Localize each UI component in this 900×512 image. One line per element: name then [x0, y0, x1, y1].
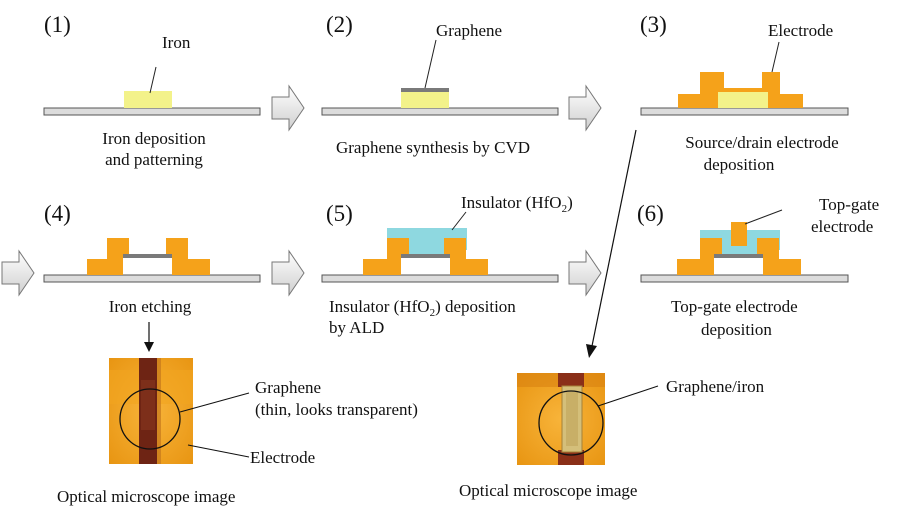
step-5-number: (5) — [326, 201, 353, 226]
substrate — [43, 274, 261, 283]
electrode-callout-line — [187, 444, 250, 458]
iron-layer — [401, 92, 449, 108]
step-3-number: (3) — [640, 12, 667, 37]
insulator-layer — [408, 244, 446, 250]
electrode-label: Electrode — [250, 448, 315, 467]
process-arrow-icon — [271, 84, 305, 132]
step-5-caption-line-1: Insulator (HfO2) deposition — [329, 297, 516, 319]
substrate — [43, 107, 261, 116]
electrode-gap-top — [558, 373, 584, 387]
insulator-label: Insulator (HfO2) — [461, 193, 573, 215]
source-electrode — [678, 72, 746, 108]
drain-electrode — [425, 238, 488, 275]
graphene-label: Graphene — [436, 21, 502, 40]
step-6-caption-line-1: Top-gate electrode — [671, 297, 798, 316]
graphene-callout-line — [424, 39, 437, 89]
substrate — [321, 274, 559, 283]
source-electrode — [363, 238, 426, 275]
substrate — [640, 107, 849, 116]
step-4-number: (4) — [44, 201, 71, 226]
channel-edge — [157, 358, 161, 464]
graphene-label: Graphene — [255, 378, 321, 397]
step-1-number: (1) — [44, 12, 71, 37]
iron-callout-line — [149, 66, 157, 94]
step-2-number: (2) — [326, 12, 353, 37]
top-gate-label-line-2: electrode — [811, 217, 873, 236]
micrograph-2: Graphene/iron Optical microscope image — [459, 373, 765, 500]
step-6-caption-line-2: deposition — [701, 320, 772, 339]
drain-electrode — [740, 72, 803, 108]
highlight-circle — [119, 388, 181, 450]
drain-electrode — [146, 238, 210, 275]
graphene-note: (thin, looks transparent) — [255, 400, 418, 419]
graphene-iron-callout-line — [597, 385, 659, 407]
step-2-caption: Graphene synthesis by CVD — [336, 138, 530, 157]
electrode-callout-line — [771, 41, 780, 73]
pointer-arrowhead-icon — [586, 344, 597, 358]
top-gate-label-line-1: Top-gate — [819, 195, 879, 214]
graphene-iron-strip-center — [566, 392, 578, 446]
graphene-callout-line — [179, 392, 250, 413]
graphene-channel-center — [141, 380, 155, 430]
micrograph-2-caption: Optical microscope image — [459, 481, 637, 500]
iron-layer — [124, 91, 172, 108]
step-1: (1) Iron Iron deposition and patterning — [43, 12, 261, 169]
drain-electrode — [738, 238, 801, 275]
step-4: (4) Iron etching — [43, 201, 261, 316]
process-arrow-icon — [568, 84, 602, 132]
step-3: (3) Electrode Source/drain electrode dep… — [640, 12, 849, 174]
substrate — [640, 274, 849, 283]
pointer-arrowhead-icon — [144, 342, 154, 352]
micrograph-1-caption: Optical microscope image — [57, 487, 235, 506]
step-6-number: (6) — [637, 201, 664, 226]
step-5: (5) Insulator (HfO2) Insulator (HfO2) de… — [321, 193, 573, 337]
iron-layer — [718, 92, 768, 108]
graphene-layer — [401, 88, 449, 92]
step-1-caption-line-2: and patterning — [105, 150, 203, 169]
micrograph-image — [517, 373, 605, 465]
process-arrow-icon — [271, 249, 305, 297]
highlight-circle — [538, 390, 604, 456]
insulator-layer — [721, 244, 759, 250]
graphene-iron-label: Graphene/iron — [666, 377, 765, 396]
process-arrow-icon — [568, 249, 602, 297]
substrate — [321, 107, 559, 116]
step-3-caption-line-2: deposition — [704, 155, 775, 174]
iron-label: Iron — [162, 33, 191, 52]
graphene-layer — [401, 254, 450, 258]
top-gate-electrode — [731, 222, 747, 246]
electrode-label: Electrode — [768, 21, 833, 40]
step-6: (6) Top-gate electrode Top-gate electrod… — [637, 195, 879, 339]
step-5-caption-line-2: by ALD — [329, 318, 384, 337]
insulator-callout-line — [451, 211, 467, 231]
top-gate-callout-line — [744, 209, 783, 225]
process-arrow-icon — [1, 249, 35, 297]
pointer-arrow-line — [591, 129, 637, 347]
graphene-layer — [714, 254, 763, 258]
source-electrode — [87, 238, 147, 275]
micrograph-1: Graphene (thin, looks transparent) Elect… — [57, 358, 418, 506]
source-electrode — [677, 238, 739, 275]
step-3-caption-line-1: Source/drain electrode — [685, 133, 838, 152]
step-2: (2) Graphene Graphene synthesis by CVD — [321, 12, 559, 157]
step-1-caption-line-1: Iron deposition — [102, 129, 206, 148]
graphene-layer — [123, 254, 172, 258]
step-4-caption: Iron etching — [109, 297, 192, 316]
